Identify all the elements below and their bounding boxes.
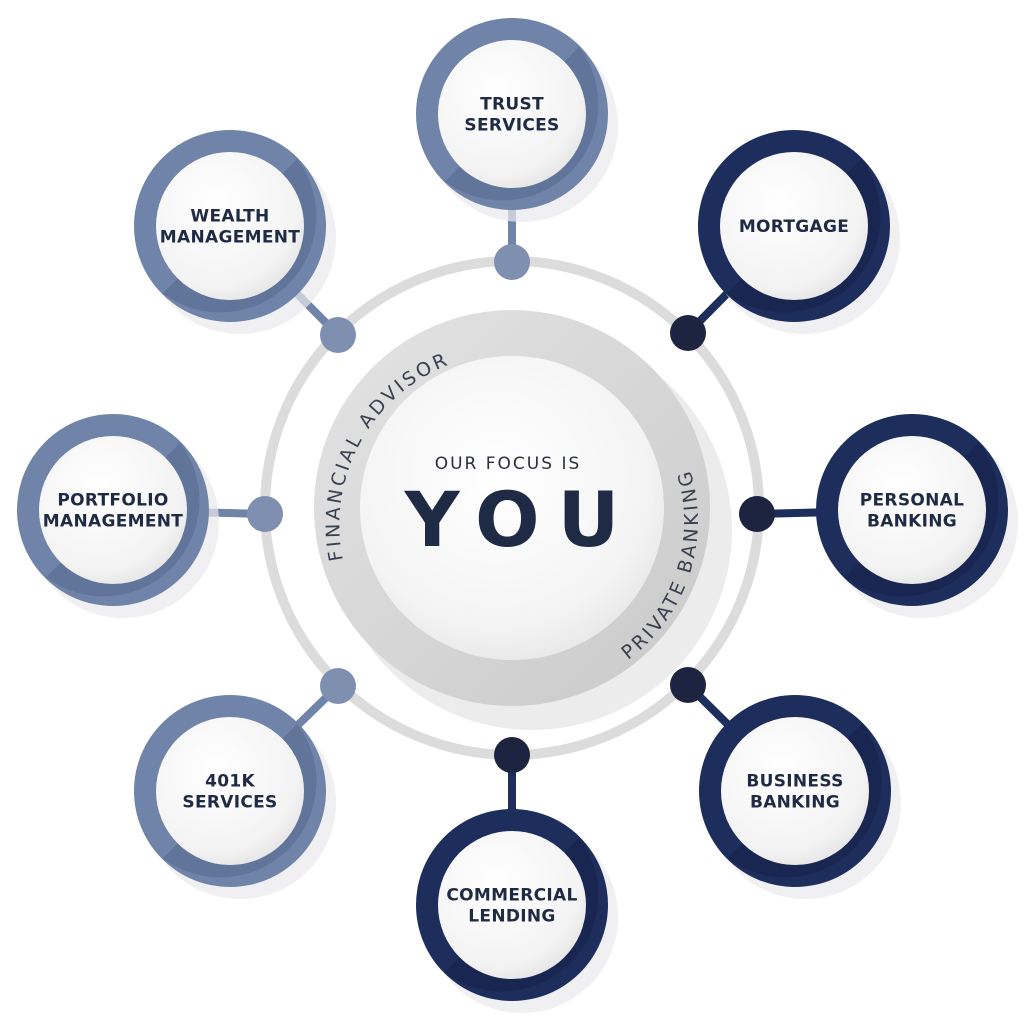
- wealth-management-label-line: MANAGEMENT: [160, 228, 300, 248]
- personal-banking-dot: [739, 496, 775, 532]
- 401k-services-face: [156, 717, 304, 865]
- commercial-lending-dot: [494, 737, 530, 773]
- commercial-lending-label-line: LENDING: [468, 907, 555, 927]
- focus-tagline: OUR FOCUS IS: [435, 454, 582, 474]
- personal-banking-label-line: PERSONAL: [860, 491, 964, 511]
- 401k-services-dot: [320, 668, 356, 704]
- portfolio-management-dot: [247, 496, 283, 532]
- mortgage-dot: [670, 315, 706, 351]
- wealth-management-label-line: WEALTH: [190, 207, 269, 227]
- business-banking-label-line: BANKING: [750, 793, 840, 813]
- portfolio-management-face: [39, 436, 187, 584]
- trust-services-dot: [494, 244, 530, 280]
- center-disc: [360, 356, 664, 660]
- focus-headline: YOU: [404, 475, 638, 564]
- mortgage-node[interactable]: MORTGAGE: [698, 130, 900, 334]
- wealth-management-face: [156, 152, 304, 300]
- mortgage-label-line: MORTGAGE: [739, 217, 849, 237]
- business-banking-label-line: BUSINESS: [746, 772, 843, 792]
- wealth-management-dot: [320, 317, 356, 353]
- trust-services-label-line: SERVICES: [464, 116, 559, 136]
- personal-banking-face: [838, 436, 986, 584]
- commercial-lending-label-line: COMMERCIAL: [446, 886, 577, 906]
- personal-banking-label-line: BANKING: [867, 512, 957, 532]
- portfolio-management-label-line: PORTFOLIO: [57, 491, 168, 511]
- mortgage-face: [720, 152, 868, 300]
- business-banking-face: [721, 717, 869, 865]
- trust-services-label-line: TRUST: [480, 95, 544, 115]
- 401k-services-label-line: SERVICES: [182, 793, 277, 813]
- 401k-services-label-line: 401K: [205, 772, 255, 792]
- trust-services-face: [438, 40, 586, 188]
- portfolio-management-label-line: MANAGEMENT: [43, 512, 183, 532]
- business-banking-dot: [670, 667, 706, 703]
- service-nodes: TRUSTSERVICESMORTGAGEPERSONALBANKINGBUSI…: [17, 18, 1018, 1013]
- commercial-lending-face: [438, 831, 586, 979]
